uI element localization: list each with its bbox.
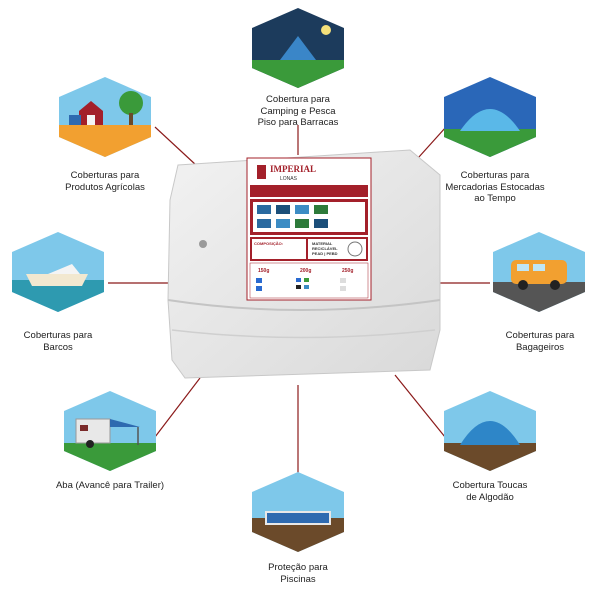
weight-250: 250g [342, 268, 353, 274]
dome-cover-icon [460, 109, 520, 131]
hex-piscinas [252, 472, 344, 552]
recycle-icon [347, 241, 363, 257]
tarp-product: IMPERIAL LONAS COMPOSIÇÃO: MATERIAL RECI… [167, 149, 441, 379]
material-badge-1: MATERIAL [312, 241, 333, 246]
tent-night-icon [280, 36, 316, 60]
hex-agricolas [59, 77, 151, 157]
label-trailer: Aba (Avancê para Trailer) [55, 480, 165, 491]
weight-200: 200g [300, 268, 311, 274]
boat-icon [26, 274, 88, 286]
material-badge-3: PEAD | PEBD [312, 251, 338, 256]
hex-toucas [444, 391, 536, 471]
connector-lines [108, 125, 490, 478]
mini-icons [257, 205, 328, 228]
barn-icon [69, 101, 103, 125]
brand-name: IMPERIAL [270, 164, 316, 174]
pool-icon [265, 511, 331, 525]
hex-mercadorias [444, 77, 536, 157]
hex-camping [252, 8, 344, 88]
cotton-dome-icon [460, 421, 520, 445]
trailer-awning-icon [75, 418, 140, 448]
hex-barcos [12, 232, 104, 312]
imperial-logo-icon [257, 165, 266, 179]
hex-bagageiros [493, 232, 585, 312]
weight-150: 150g [258, 268, 269, 274]
brand-sub: LONAS [280, 176, 298, 182]
grommet-icon [199, 240, 207, 248]
composition-title: COMPOSIÇÃO: [254, 241, 283, 246]
material-badge-2: RECICLÁVEL [312, 246, 338, 251]
van-icon [511, 260, 567, 290]
hex-trailer [64, 391, 156, 471]
